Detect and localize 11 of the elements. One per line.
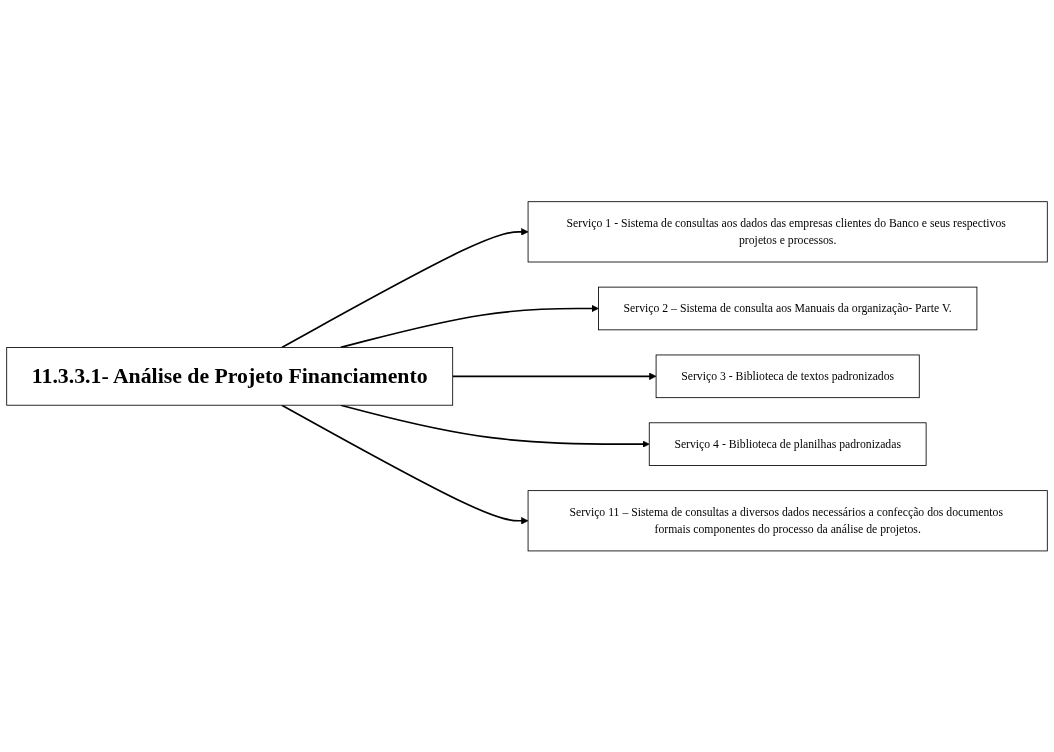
node-box: Serviço 4 - Biblioteca de planilhas padronizadas [648,422,927,466]
node-box: Serviço 3 - Biblioteca de textos padronizados [655,354,920,398]
arrow [281,404,529,525]
node-box: Serviço 1 - Sistema de consultas aos dados das empresas clientes do Banco e seus respectivos projetos e processos. [527,200,1048,263]
node-box: Serviço 11 – Sistema de consultas a diversos dados necessários a confecção dos documentos formais componentes do processo da análise de projetos. [527,489,1048,552]
arrow [451,372,657,380]
arrow [339,304,599,348]
node-box: 11.3.3.1- Análise de Projeto Financiamento [6,346,454,406]
arrow [281,227,529,348]
arrow [339,404,650,448]
node-box: Serviço 2 – Sistema de consulta aos Manuais da organização- Parte V. [598,286,978,330]
